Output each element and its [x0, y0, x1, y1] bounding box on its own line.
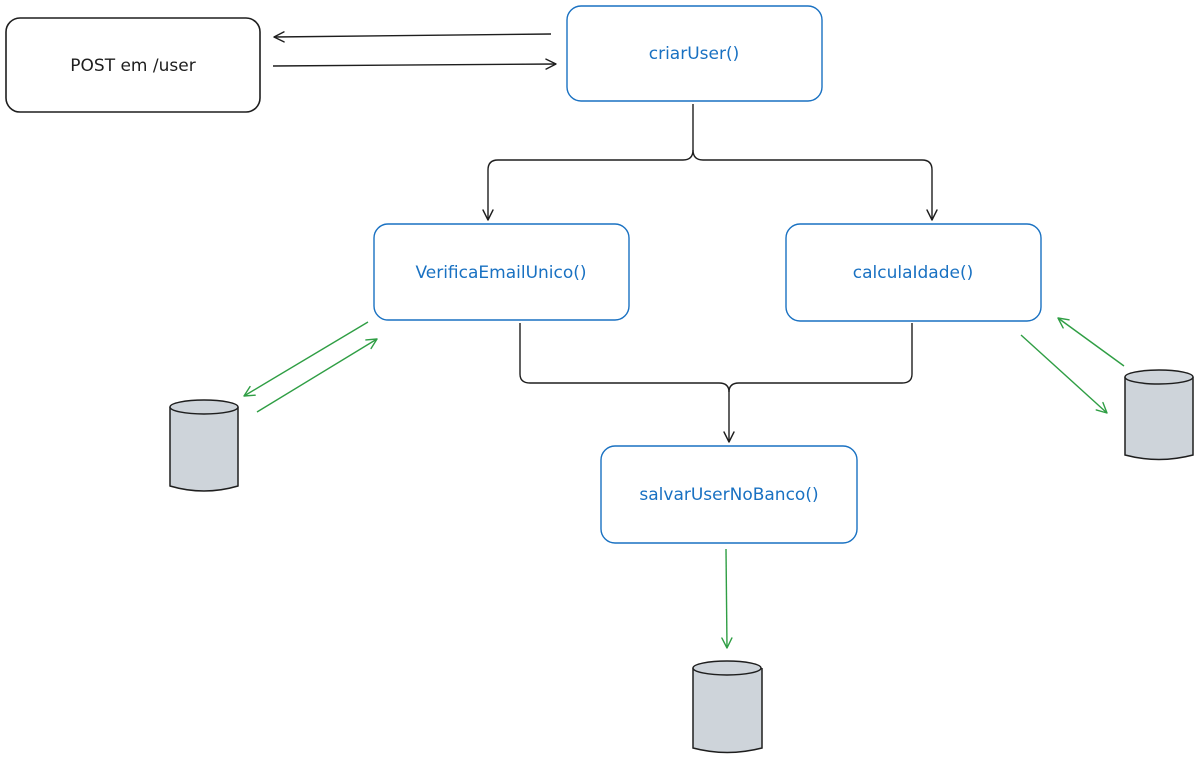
- criar-to-calcula-arrow: [692, 149, 938, 221]
- response-arrow: [273, 31, 552, 43]
- db-to-calcula-arrow: [1057, 317, 1125, 367]
- verifica-to-salvar-arrow: [519, 323, 735, 443]
- database-cylinder-icon: [169, 399, 239, 492]
- post-request-label: POST em /user: [70, 56, 195, 76]
- calcula-to-salvar-arrow: [728, 323, 913, 393]
- database-cylinder-icon: [692, 660, 763, 754]
- criar-to-verifica-arrow: [482, 104, 694, 221]
- calcula-to-db-arrow: [1020, 334, 1108, 414]
- salvar-user-label: salvarUserNoBanco(): [639, 485, 818, 505]
- salvar-user-node: salvarUserNoBanco(): [600, 445, 858, 544]
- verifica-email-label: VerificaEmailUnico(): [415, 263, 586, 283]
- verifica-email-node: VerificaEmailUnico(): [373, 223, 630, 321]
- request-arrow: [272, 58, 557, 70]
- verifica-to-db-arrow: [243, 321, 369, 397]
- post-request-node: POST em /user: [5, 17, 261, 113]
- calcula-idade-label: calculaIdade(): [853, 263, 974, 283]
- criar-user-label: criarUser(): [649, 44, 739, 64]
- salvar-to-db-arrow: [721, 548, 733, 649]
- database-cylinder-icon: [1124, 369, 1194, 461]
- calcula-idade-node: calculaIdade(): [785, 223, 1042, 322]
- criar-user-node: criarUser(): [566, 5, 823, 102]
- db-to-verifica-arrow: [256, 338, 378, 413]
